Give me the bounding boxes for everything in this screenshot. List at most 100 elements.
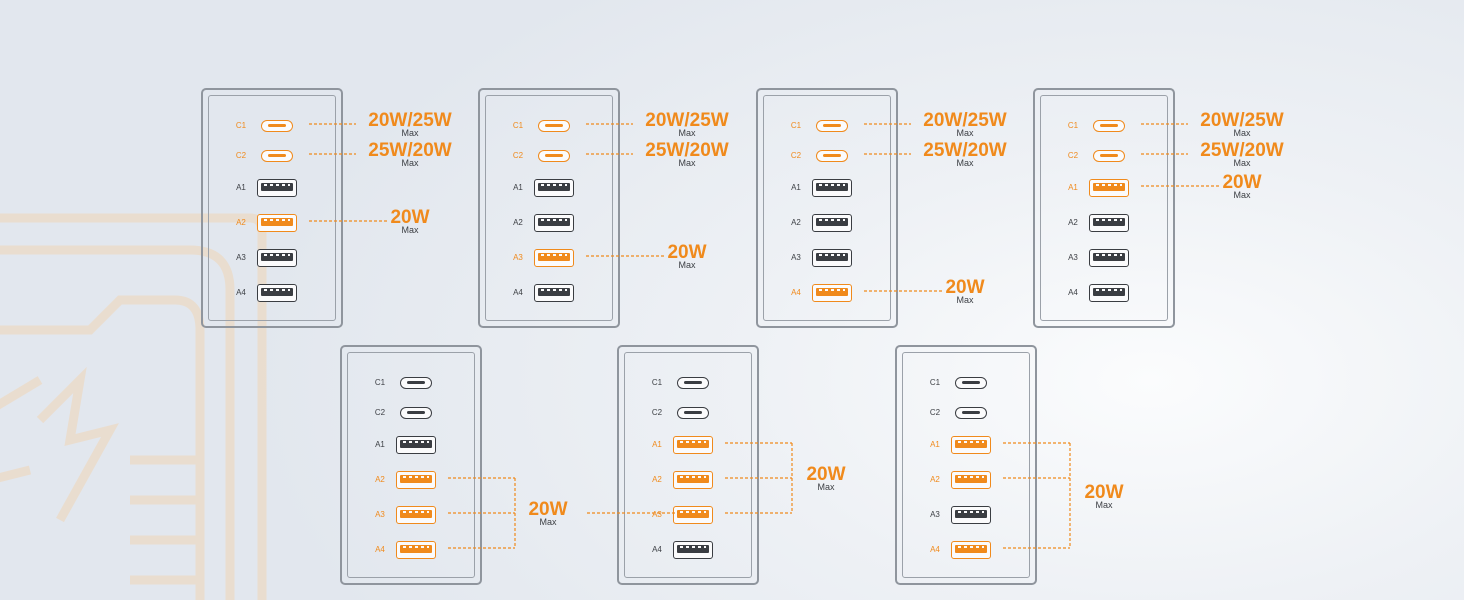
usb-a-pins	[680, 476, 706, 478]
port-label-a4: A4	[652, 545, 662, 554]
usb-a-port-a4	[812, 284, 852, 302]
usb-a-tongue	[538, 183, 570, 191]
usb-c-port-c1	[677, 377, 709, 389]
panel-frame	[347, 352, 475, 578]
port-label-a1: A1	[236, 183, 246, 192]
usb-a-port-a1	[812, 179, 852, 197]
port-label-a4: A4	[1068, 288, 1078, 297]
usb-a-pins	[403, 476, 429, 478]
usb-a-port-a4	[257, 284, 297, 302]
port-label-c2: C2	[651, 408, 663, 417]
usb-a-port-a3	[812, 249, 852, 267]
usb-a-tongue	[955, 545, 987, 553]
usb-a-port-a2	[812, 214, 852, 232]
usb-a-port-a1	[534, 179, 574, 197]
power-rating-qualifier: Max	[678, 128, 696, 138]
usb-a-pins	[541, 184, 567, 186]
power-rating-qualifier: Max	[401, 158, 419, 168]
power-rating: 20W	[945, 277, 985, 298]
usb-a-pins	[403, 511, 429, 513]
port-label-a1: A1	[930, 440, 940, 449]
usb-a-port-a1	[951, 436, 991, 454]
power-rating-qualifier: Max	[1233, 158, 1251, 168]
port-label-c1: C1	[929, 378, 941, 387]
usb-a-port-a2	[1089, 214, 1129, 232]
port-label-a3: A3	[652, 510, 662, 519]
port-label-a1: A1	[652, 440, 662, 449]
usb-a-tongue	[400, 440, 432, 448]
usb-c-port-c2	[955, 407, 987, 419]
port-label-a2: A2	[652, 475, 662, 484]
usb-a-port-a2	[396, 471, 436, 489]
port-label-a3: A3	[1068, 253, 1078, 262]
usb-a-port-a3	[1089, 249, 1129, 267]
power-rating: 20W/25W	[645, 110, 729, 131]
port-label-a1: A1	[1068, 183, 1078, 192]
usb-a-port-a1	[396, 436, 436, 454]
power-rating-qualifier: Max	[1095, 499, 1113, 510]
usb-c-port-c2	[400, 407, 432, 419]
usb-a-pins	[403, 441, 429, 443]
power-rating-qualifier: Max	[956, 128, 974, 138]
power-rating-qualifier: Max	[401, 128, 419, 138]
usb-a-pins	[958, 546, 984, 548]
usb-a-port-a3	[534, 249, 574, 267]
port-label-a4: A4	[791, 288, 801, 297]
power-rating: 25W/20W	[1200, 140, 1284, 161]
port-label-c2: C2	[929, 408, 941, 417]
usb-a-port-a3	[257, 249, 297, 267]
port-label-c2: C2	[374, 408, 386, 417]
usb-a-port-a1	[257, 179, 297, 197]
power-rating: 20W	[1084, 481, 1124, 503]
port-label-c1: C1	[1067, 121, 1079, 130]
usb-a-tongue	[677, 545, 709, 553]
usb-c-port-c1	[261, 120, 293, 132]
usb-a-port-a4	[1089, 284, 1129, 302]
port-label-a2: A2	[1068, 218, 1078, 227]
usb-a-tongue	[538, 218, 570, 226]
port-label-c2: C2	[512, 151, 524, 160]
usb-a-port-a2	[673, 471, 713, 489]
power-rating-qualifier: Max	[539, 517, 557, 527]
usb-a-port-a3	[673, 506, 713, 524]
usb-a-tongue	[677, 475, 709, 483]
port-label-a3: A3	[930, 510, 940, 519]
usb-a-tongue	[955, 440, 987, 448]
panel-frame	[902, 352, 1030, 578]
power-rating: 20W/25W	[923, 110, 1007, 131]
power-rating-qualifier: Max	[678, 260, 696, 270]
usb-c-port-c2	[1093, 150, 1125, 162]
usb-a-port-a4	[951, 541, 991, 559]
usb-a-pins	[819, 219, 845, 221]
port-label-c1: C1	[512, 121, 524, 130]
usb-a-pins	[819, 254, 845, 256]
usb-c-port-c1	[538, 120, 570, 132]
port-label-a4: A4	[513, 288, 523, 297]
usb-a-tongue	[1093, 183, 1125, 191]
usb-a-tongue	[261, 253, 293, 261]
port-label-c1: C1	[374, 378, 386, 387]
usb-a-port-a4	[673, 541, 713, 559]
usb-c-port-c2	[261, 150, 293, 162]
power-rating-qualifier: Max	[956, 295, 974, 305]
usb-a-pins	[403, 546, 429, 548]
power-rating: 25W/20W	[923, 140, 1007, 161]
usb-a-tongue	[816, 288, 848, 296]
usb-a-pins	[1096, 254, 1122, 256]
usb-a-pins	[541, 289, 567, 291]
usb-a-pins	[819, 184, 845, 186]
port-label-a2: A2	[513, 218, 523, 227]
power-rating: 20W	[528, 499, 568, 520]
usb-a-pins	[264, 184, 290, 186]
usb-a-tongue	[261, 288, 293, 296]
usb-a-pins	[1096, 184, 1122, 186]
usb-a-tongue	[261, 183, 293, 191]
port-label-a1: A1	[791, 183, 801, 192]
port-label-a1: A1	[513, 183, 523, 192]
usb-a-pins	[680, 511, 706, 513]
power-rating-qualifier: Max	[1233, 128, 1251, 138]
